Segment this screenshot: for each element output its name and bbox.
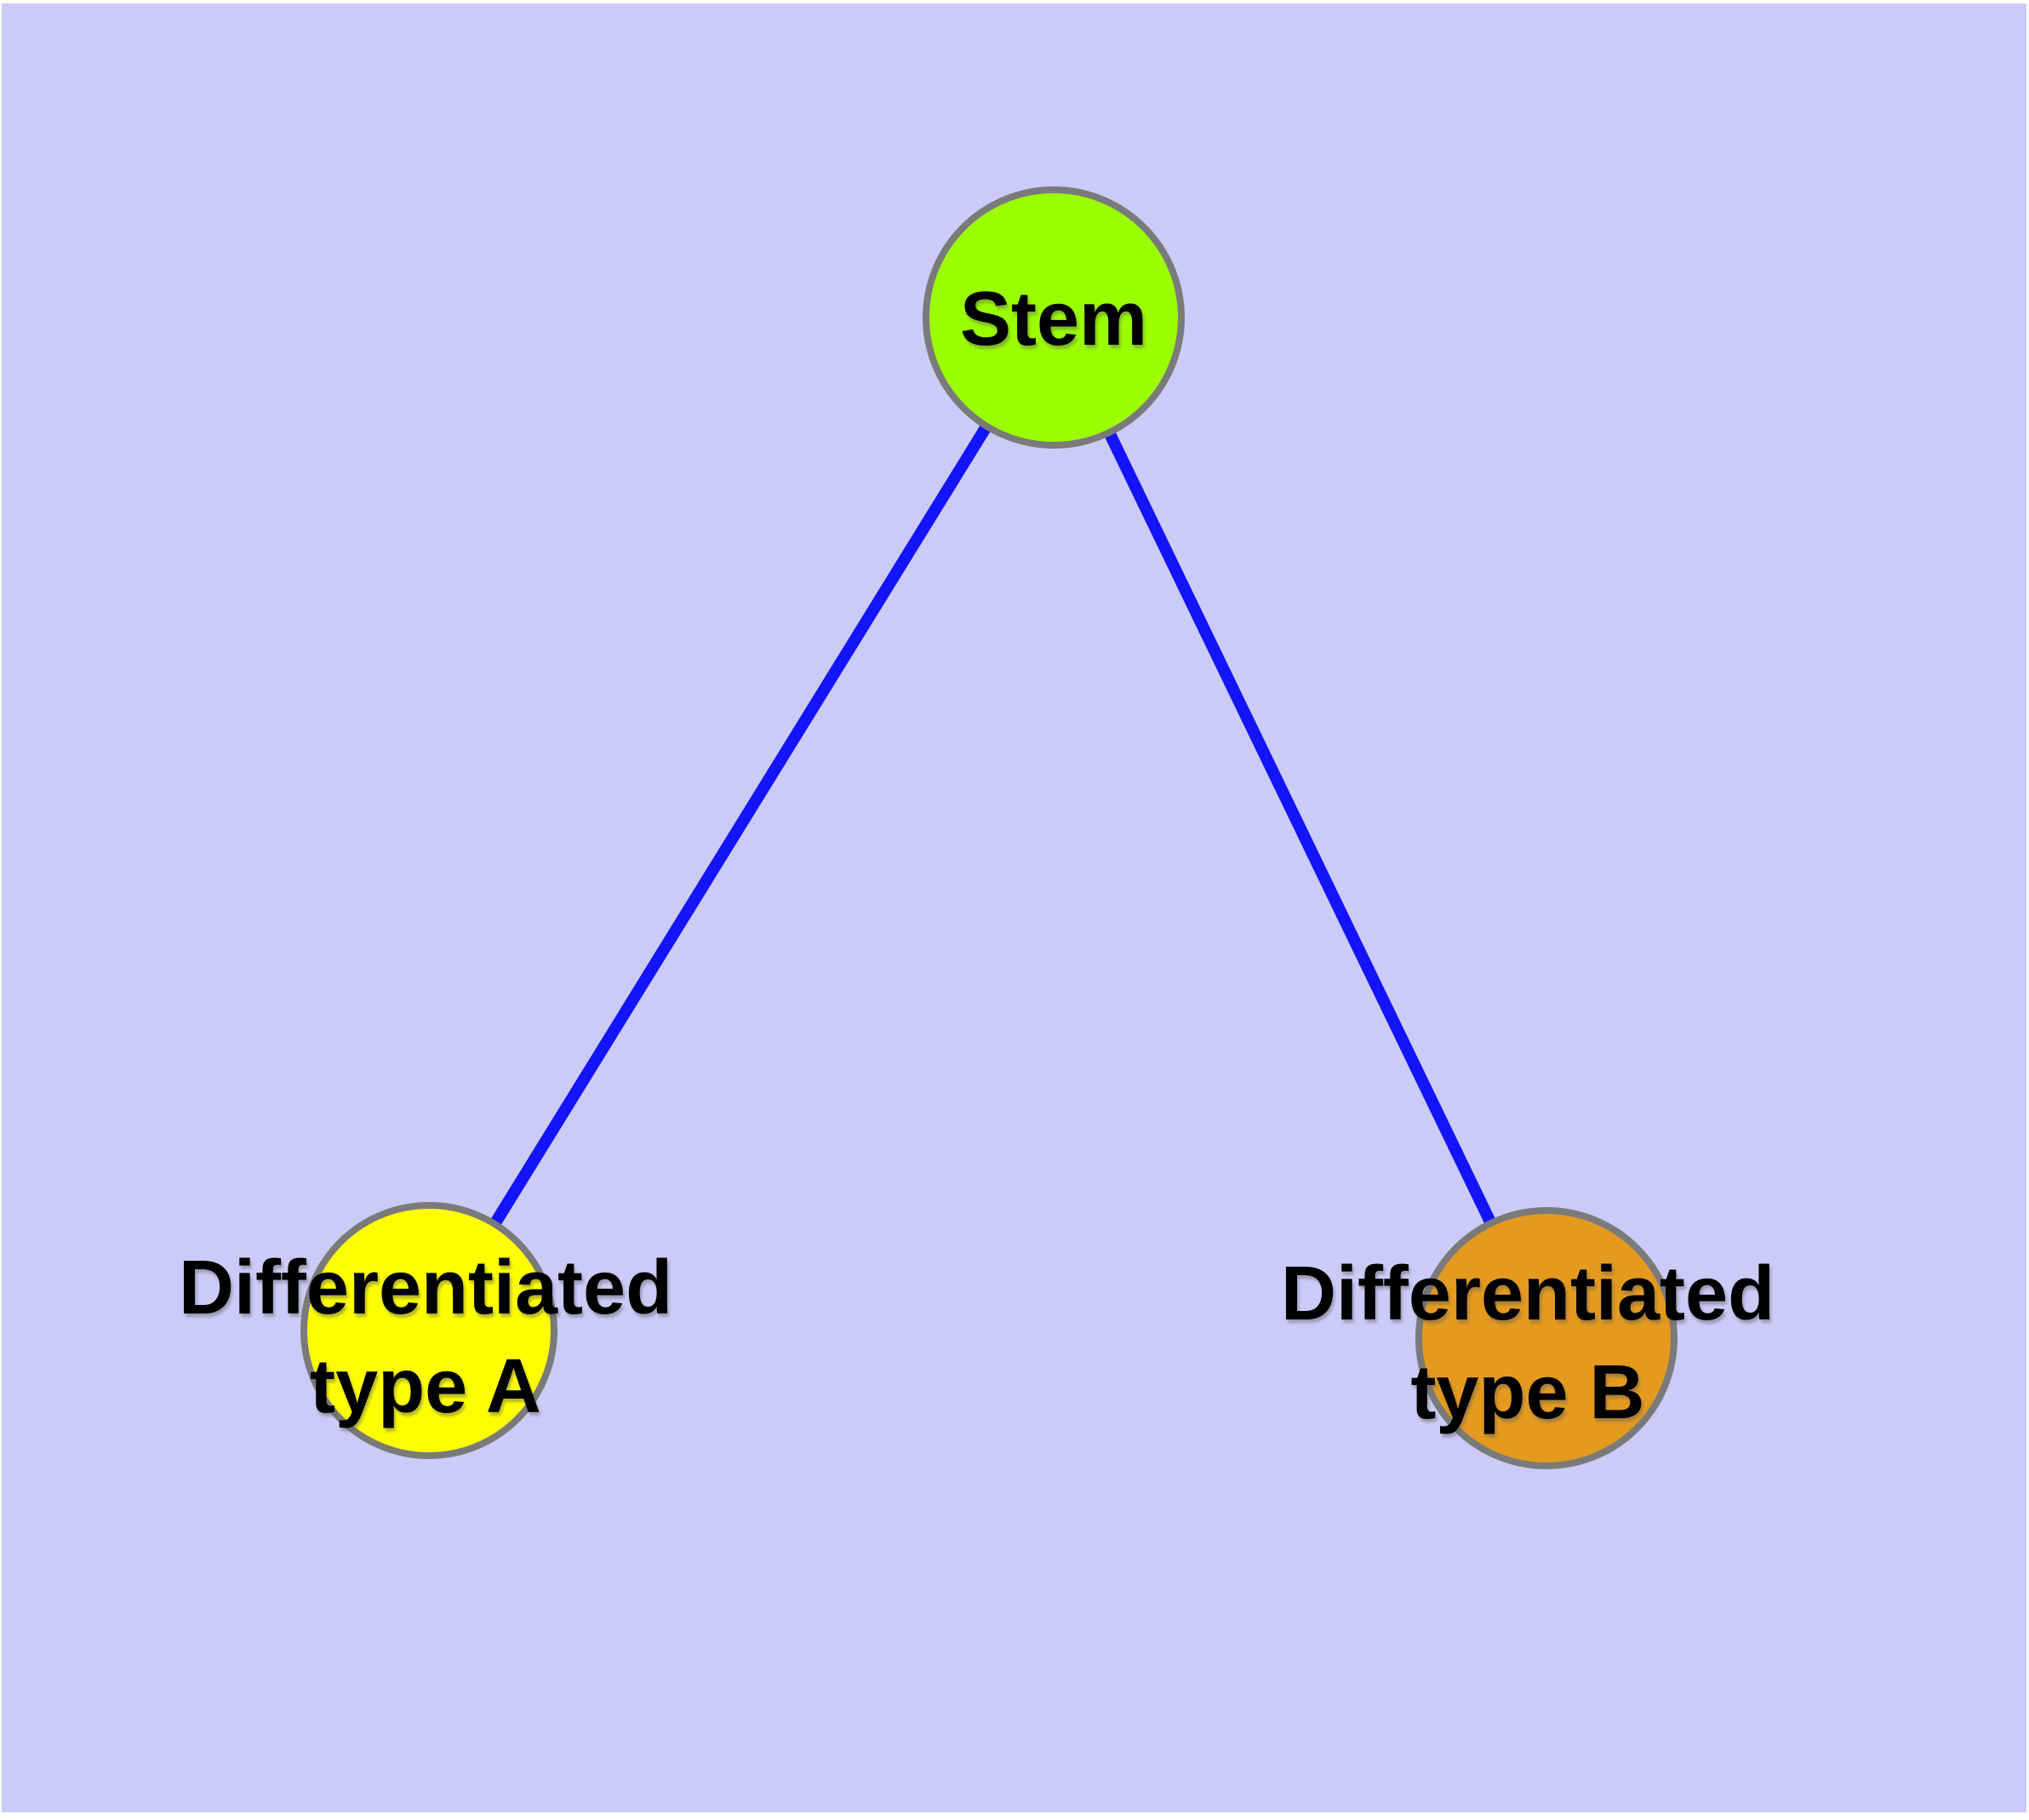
type-b-node <box>1415 1207 1677 1469</box>
type-b-node-label: Differentiated type B <box>1281 1245 1775 1442</box>
stem-node-label-text: Stem <box>959 277 1148 362</box>
type-a-label-line-2: type A <box>310 1344 541 1429</box>
edge-stem-to-type-b <box>1048 314 1552 1342</box>
type-a-label-line-1: Differentiated <box>178 1245 673 1331</box>
type-b-label-line-1: Differentiated <box>1280 1251 1775 1336</box>
stem-node <box>923 186 1185 449</box>
type-b-label-line-2: type B <box>1410 1350 1645 1435</box>
edge-stem-to-type-a <box>424 314 1059 1334</box>
stem-node-label: Stem <box>960 270 1147 369</box>
type-a-node-label: Differentiated type A <box>179 1239 672 1436</box>
type-a-node <box>300 1202 557 1459</box>
